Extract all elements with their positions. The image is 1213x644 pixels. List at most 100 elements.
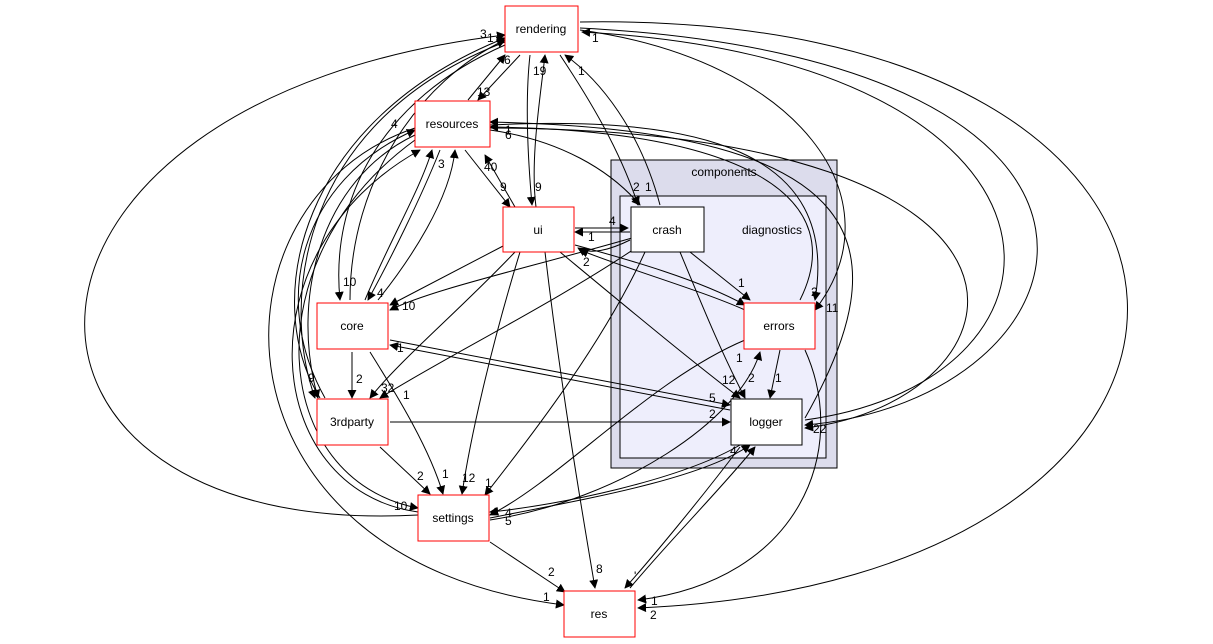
edge-label: 1 bbox=[578, 64, 585, 78]
node-ui[interactable]: ui bbox=[502, 206, 575, 253]
node-ui-label: ui bbox=[533, 223, 542, 237]
edge-label: 22 bbox=[813, 422, 827, 436]
edge-resources-errors bbox=[489, 122, 821, 301]
edge-label: 10 bbox=[343, 275, 357, 289]
edge-logger-settings bbox=[489, 444, 741, 516]
edge-label: 2 bbox=[548, 565, 555, 579]
edge-resources-res bbox=[268, 127, 565, 609]
edge-logger-resources bbox=[489, 117, 854, 419]
edge-label: 2 bbox=[709, 407, 716, 421]
edge-resources-thirdparty bbox=[307, 134, 416, 399]
node-logger-label: logger bbox=[749, 415, 782, 429]
edge-settings-logger bbox=[489, 444, 751, 519]
edge-res-logger bbox=[629, 446, 756, 589]
edge-ui-resources bbox=[484, 154, 516, 208]
edge-core-resources bbox=[364, 149, 434, 301]
edge-label: 1 bbox=[505, 123, 512, 137]
edge-labels: 3 1 1 6 19 1 13 4 1 6 40 3 9 9 2 1 4 1 2… bbox=[308, 27, 839, 622]
edge-label: 1 bbox=[588, 230, 595, 244]
edge-label: 3 bbox=[480, 27, 487, 41]
edge-label: 1 bbox=[442, 467, 449, 481]
edge-label: 12 bbox=[462, 471, 476, 485]
edge-thirdparty-rendering bbox=[294, 36, 506, 399]
node-logger[interactable]: logger bbox=[730, 398, 803, 446]
edge-errors-res bbox=[637, 349, 822, 604]
edge-crash-logger bbox=[679, 251, 746, 399]
edge-crash-settings bbox=[484, 251, 646, 496]
node-errors[interactable]: errors bbox=[743, 302, 816, 350]
edge-errors-settings bbox=[489, 339, 746, 516]
edge-label: 1 bbox=[543, 590, 550, 604]
edge-label: 1 bbox=[403, 388, 410, 402]
edge-label: 2 bbox=[748, 371, 755, 385]
edge-label: 12 bbox=[722, 373, 736, 387]
edge-label: 6 bbox=[504, 53, 511, 67]
edge-label: 6 bbox=[505, 128, 512, 142]
edge-label: 3 bbox=[438, 157, 445, 171]
edge-errors-logger bbox=[767, 349, 781, 399]
edge-rendering-resources bbox=[477, 54, 521, 101]
edge-crash-errors bbox=[689, 251, 751, 301]
edge-ui-thirdparty bbox=[369, 251, 516, 399]
edge-label: 9 bbox=[500, 180, 507, 194]
edge-label: 2 bbox=[811, 285, 818, 299]
edge-errors-ui bbox=[579, 248, 746, 311]
edge-label: 4 bbox=[730, 444, 737, 458]
edge-rendering-logger bbox=[579, 27, 1038, 429]
edge-resources-rendering bbox=[467, 54, 506, 101]
node-3rdparty[interactable]: 3rdparty bbox=[316, 398, 389, 446]
edge-resources-settings bbox=[298, 139, 419, 511]
edge-label: 10 bbox=[394, 499, 408, 513]
edge-label: 4 bbox=[377, 286, 384, 300]
node-crash-label: crash bbox=[652, 223, 681, 237]
edge-label: 1 bbox=[645, 180, 652, 194]
node-settings-label: settings bbox=[432, 511, 473, 525]
edge-crash-thirdparty bbox=[379, 244, 641, 399]
edge-crash-core bbox=[389, 237, 633, 311]
edge-crash-rendering bbox=[564, 54, 661, 206]
edge-rendering-ui bbox=[526, 54, 536, 206]
node-res[interactable]: res bbox=[563, 590, 636, 638]
edge-label: 1 bbox=[738, 276, 745, 290]
diagnostics-cluster-label: diagnostics bbox=[742, 223, 802, 237]
edge-label: 1 bbox=[485, 476, 492, 490]
edge-core-settings bbox=[369, 351, 446, 495]
edge-ui-errors bbox=[574, 244, 746, 306]
edge-label: 1 bbox=[651, 594, 658, 608]
edge-label: 9 bbox=[308, 371, 315, 385]
edge-label: 11 bbox=[826, 301, 839, 315]
edge-label: 2 bbox=[417, 469, 424, 483]
edge-core-logger bbox=[389, 339, 731, 408]
edge-rendering-res bbox=[579, 21, 1128, 613]
node-errors-label: errors bbox=[763, 319, 794, 333]
node-rendering-label: rendering bbox=[516, 22, 567, 36]
edge-label: 8 bbox=[596, 562, 603, 576]
node-resources[interactable]: resources bbox=[414, 100, 491, 148]
edge-ui-rendering bbox=[533, 54, 549, 208]
edge-settings-rendering bbox=[84, 31, 506, 517]
edge-core-resources-2 bbox=[377, 149, 459, 301]
edge-settings-res bbox=[489, 541, 566, 593]
edge-label: 1 bbox=[397, 341, 404, 355]
edge-rendering-core bbox=[334, 44, 506, 301]
edge-label: 4 bbox=[391, 117, 398, 131]
edge-thirdparty-settings bbox=[379, 446, 431, 495]
edge-settings-resources bbox=[291, 149, 421, 513]
edge-label: 2 bbox=[650, 608, 657, 622]
edge-label: 9 bbox=[535, 180, 542, 194]
edge-resources-ui bbox=[464, 149, 511, 208]
edge-ui-logger bbox=[559, 251, 741, 399]
node-resources-label: resources bbox=[426, 117, 479, 131]
node-core[interactable]: core bbox=[316, 302, 389, 350]
edge-label: 32 bbox=[381, 381, 395, 395]
node-crash[interactable]: crash bbox=[630, 206, 705, 253]
edge-rendering-crash bbox=[559, 54, 640, 206]
node-settings[interactable]: settings bbox=[417, 494, 490, 542]
edge-resources-logger bbox=[489, 127, 968, 432]
edge-label: 1 bbox=[592, 31, 599, 45]
edge-settings-errors bbox=[489, 351, 763, 521]
node-rendering[interactable]: rendering bbox=[504, 5, 579, 53]
edge-label: 5 bbox=[709, 391, 716, 405]
edge-logger-res bbox=[624, 446, 741, 589]
edge-logger-rendering bbox=[581, 27, 1005, 421]
